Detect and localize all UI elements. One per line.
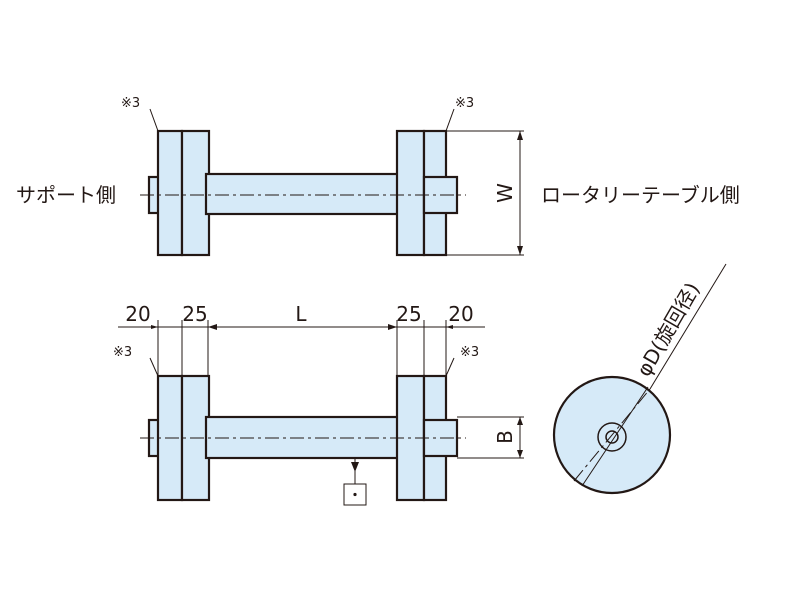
rotary-flange [395,129,426,257]
b-arrow-top [517,417,523,425]
note-mark-top-right: ※3 [455,96,474,111]
support-flange [180,129,211,257]
w-label: W [493,183,517,203]
note-mark-front-right: ※3 [460,345,479,360]
w-arrow-bottom [517,246,523,255]
top-view: ※3 ※3 W サポート側 ロータリーテーブル側 [16,96,740,257]
disc-center-line [573,388,651,482]
note-leader-front-left [149,357,159,377]
diameter-dimension-line [581,386,649,487]
workpiece-shaft [204,172,402,216]
l-arrow-right [388,324,397,330]
support-plate [156,129,184,257]
support-flange-front [180,374,211,502]
dim-length: L [295,302,307,326]
support-side-label: サポート側 [16,183,116,207]
b-arrow-bottom [517,450,523,458]
cog-symbol-dot [353,492,357,497]
note-mark-top-left: ※3 [121,96,140,111]
bore-outer-ring [597,422,627,452]
dim-rotary-flange: 25 [396,302,421,326]
dim-20-left-arrow [151,325,158,329]
note-leader-top-left [149,108,159,132]
dim-support-flange: 25 [182,302,207,326]
w-arrow-top [517,131,523,140]
l-arrow-left [208,324,217,330]
dim-20-right-arrow [446,325,453,329]
front-view: ※3 ※3 20 25 L 25 20 B [113,302,524,506]
note-leader-front-right [445,357,455,377]
dim-rotary-plate: 20 [448,302,473,326]
b-label: B [493,430,517,444]
swing-diameter-label: φD(旋回径) [632,278,705,380]
side-view: φD(旋回径) [552,263,727,495]
dim-support-plate: 20 [125,302,150,326]
note-leader-top-right [445,108,455,132]
diameter-leader [649,263,727,390]
bore-inner-ring [605,430,619,444]
note-mark-front-left: ※3 [113,345,132,360]
rotary-side-label: ロータリーテーブル側 [541,183,740,207]
cog-arrow [351,462,359,472]
